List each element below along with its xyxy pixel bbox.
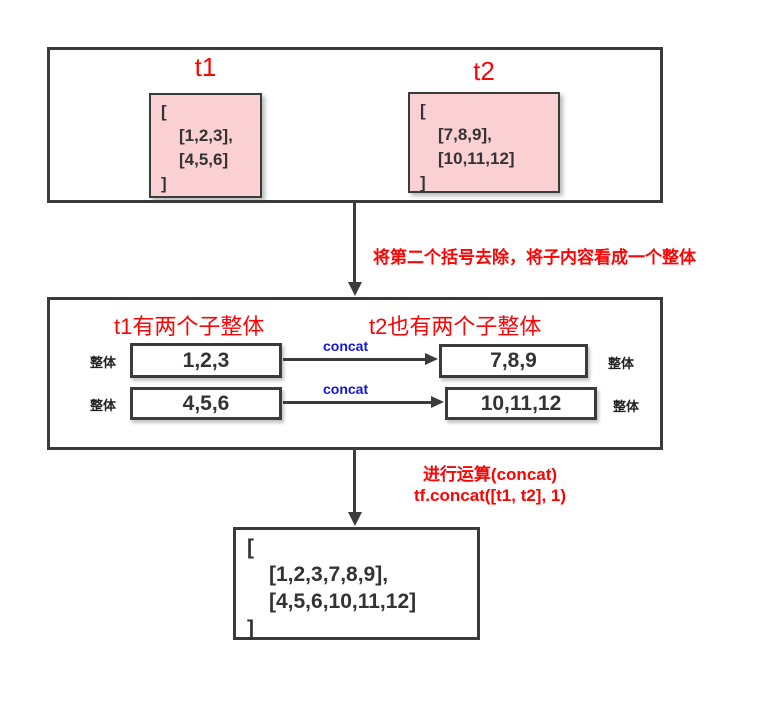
result-line-row1: [1,2,3,7,8,9],	[269, 563, 389, 586]
top-to-middle-arrow-shaft	[353, 203, 356, 282]
result-line-row2: [4,5,6,10,11,12]	[269, 590, 417, 613]
row2-right-value-box: 10,11,12	[445, 387, 597, 420]
t1-title: t1	[194, 52, 217, 82]
row2-concat-arrowhead-icon	[431, 396, 444, 408]
result-tensor-box: [ [1,2,3,7,8,9], [4,5,6,10,11,12] ]	[233, 527, 480, 640]
row2-left-value: 4,5,6	[182, 391, 230, 415]
t2-line-close: ]	[420, 173, 426, 192]
t2-subwholes-heading: t2也有两个子整体	[369, 314, 542, 339]
t1-tensor-box: [ [1,2,3], [4,5,6] ]	[149, 93, 262, 198]
step2-annotation-line2: tf.concat([t1, t2], 1)	[413, 486, 567, 505]
top-section-frame	[47, 47, 663, 203]
t2-title: t2	[473, 56, 495, 86]
row1-left-value: 1,2,3	[182, 348, 230, 372]
row1-concat-arrowhead-icon	[425, 353, 438, 365]
t2-line-row1: [7,8,9],	[438, 125, 492, 144]
row2-right-value: 10,11,12	[480, 391, 562, 415]
row1-right-value: 7,8,9	[490, 349, 537, 372]
row1-right-value-box: 7,8,9	[439, 344, 588, 378]
t1-line-open: [	[161, 102, 167, 121]
result-line-close: ]	[247, 617, 254, 640]
row2-concat-label: concat	[323, 381, 369, 397]
step1-annotation: 将第二个括号去除，将子内容看成一个整体	[373, 248, 696, 267]
t2-line-row2: [10,11,12]	[438, 149, 515, 168]
row2-left-value-box: 4,5,6	[130, 387, 282, 420]
t1-subwholes-heading: t1有两个子整体	[114, 314, 265, 339]
row2-left-whole-label: 整体	[90, 398, 117, 413]
row2-right-whole-label: 整体	[613, 399, 640, 414]
row1-concat-arrow-shaft	[283, 358, 427, 361]
middle-to-result-arrow-shaft	[353, 450, 356, 512]
step2-annotation-line1: 进行运算(concat)	[422, 465, 558, 484]
row2-concat-arrow-shaft	[283, 401, 433, 404]
row1-concat-label: concat	[323, 338, 369, 354]
row1-right-whole-label: 整体	[608, 356, 635, 371]
row1-left-whole-label: 整体	[90, 355, 117, 370]
t1-line-row2: [4,5,6]	[179, 150, 229, 169]
t1-line-row1: [1,2,3],	[179, 126, 233, 145]
t1-line-close: ]	[161, 174, 167, 193]
t2-tensor-box: [ [7,8,9], [10,11,12] ]	[408, 92, 560, 193]
step2-annotation: 进行运算(concat) tf.concat([t1, t2], 1)	[345, 464, 635, 506]
middle-to-result-arrowhead-icon	[348, 512, 362, 526]
top-to-middle-arrowhead-icon	[348, 282, 362, 296]
t2-line-open: [	[420, 101, 426, 120]
result-line-open: [	[247, 536, 254, 559]
row1-left-value-box: 1,2,3	[130, 343, 282, 378]
